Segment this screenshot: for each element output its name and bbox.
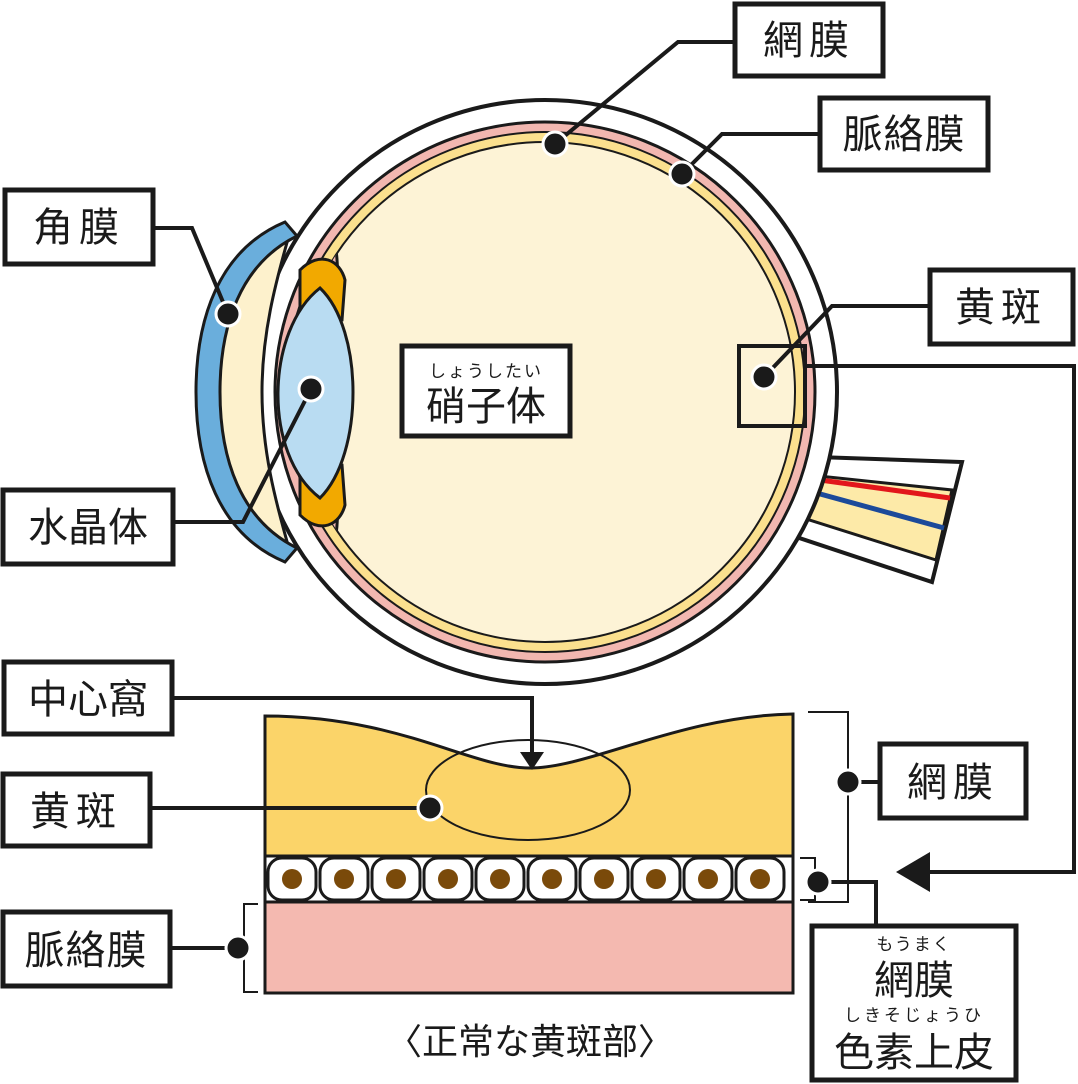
macula-ellipse: [425, 739, 631, 841]
label-rpe-line-2: 色素上皮: [834, 1030, 994, 1076]
label-choroid-top: 脈絡膜: [843, 112, 966, 158]
caption: 〈正常な黄斑部〉: [386, 1022, 674, 1063]
label-rpe-ruby-1: もうまく: [876, 935, 952, 955]
choroid-layer: [263, 898, 795, 995]
label-rpe-line-1: 網膜: [874, 958, 954, 1004]
macula-cross-section: [243, 711, 849, 995]
label-retina-top: 網膜: [763, 18, 855, 64]
label-cornea: 角膜: [33, 205, 125, 251]
label-rpe-ruby-2: しきそじょうひ: [844, 1006, 984, 1026]
label-lens: 水晶体: [28, 505, 148, 551]
label-macula-bottom: 黄斑: [30, 789, 122, 835]
rpe-cells: [266, 856, 786, 902]
label-vitreous-ruby: しょうしたい: [429, 362, 543, 382]
label-macula-top: 黄斑: [955, 285, 1047, 331]
arrow-head-left: [896, 852, 930, 892]
macula-highlight-box: [737, 344, 807, 428]
retina-bracket: [808, 711, 849, 903]
label-fovea: 中心窩: [28, 677, 148, 723]
label-retina-bottom: 網膜: [907, 760, 999, 806]
arrow-head-down: [520, 752, 544, 770]
leader-dots: [214, 130, 862, 962]
label-vitreous: 硝子体: [426, 384, 546, 430]
retina-layer: [263, 712, 795, 862]
leader-lines: [150, 40, 1076, 950]
label-choroid-bottom: 脈絡膜: [25, 928, 148, 974]
